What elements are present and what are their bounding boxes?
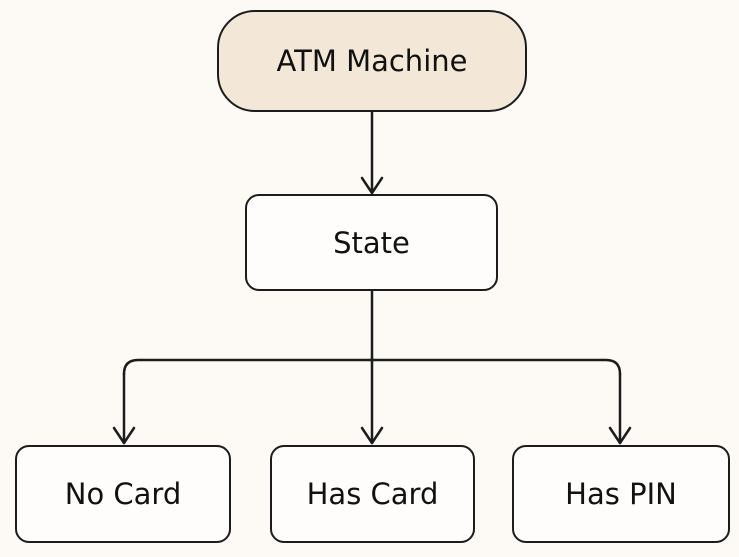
arrowhead-has-card: [360, 426, 384, 445]
arrowhead-has-pin: [608, 426, 632, 445]
node-no-card-label: No Card: [64, 477, 182, 511]
node-atm-machine-label: ATM Machine: [276, 44, 468, 78]
arrowhead-state: [360, 176, 384, 195]
node-state-label: State: [333, 225, 410, 260]
edge-branch-bar: [122, 358, 622, 376]
node-no-card: No Card: [15, 445, 231, 543]
node-has-card-label: Has Card: [306, 477, 439, 511]
node-has-pin: Has PIN: [512, 445, 730, 543]
node-atm-machine: ATM Machine: [217, 10, 527, 112]
node-has-pin-label: Has PIN: [565, 477, 677, 511]
node-has-card: Has Card: [270, 445, 475, 543]
node-state: State: [245, 194, 498, 291]
arrowhead-no-card: [112, 426, 136, 445]
